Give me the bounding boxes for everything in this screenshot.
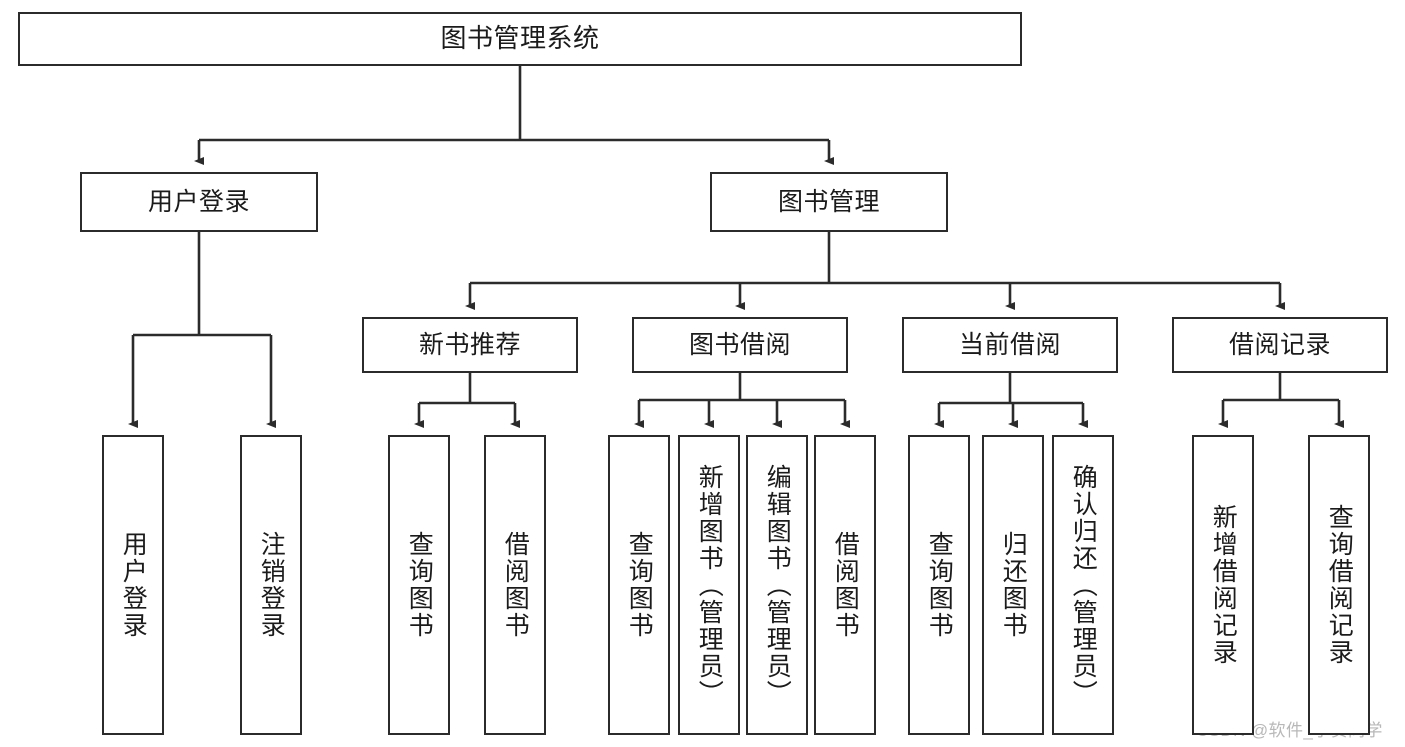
node-label: 用户登录 bbox=[119, 531, 148, 639]
node-leaf-edit-book: 编辑图书（管理员） bbox=[746, 435, 808, 735]
node-root: 图书管理系统 bbox=[18, 12, 1022, 66]
node-label: 查询借阅记录 bbox=[1325, 504, 1354, 666]
node-leaf-add-book: 新增图书（管理员） bbox=[678, 435, 740, 735]
node-borrow-record: 借阅记录 bbox=[1172, 317, 1388, 373]
node-label: 查询图书 bbox=[925, 531, 954, 639]
node-label: 借阅记录 bbox=[1228, 330, 1331, 359]
node-label: 新增借阅记录 bbox=[1209, 504, 1238, 666]
node-label: 图书借阅 bbox=[688, 330, 791, 359]
node-leaf-borrow-book-1: 借阅图书 bbox=[484, 435, 546, 735]
node-book-manage: 图书管理 bbox=[710, 172, 948, 232]
node-leaf-return-book: 归还图书 bbox=[982, 435, 1044, 735]
node-label: 图书管理 bbox=[777, 187, 880, 216]
node-label: 用户登录 bbox=[147, 187, 250, 216]
node-label: 归还图书 bbox=[999, 531, 1028, 639]
node-leaf-query-record: 查询借阅记录 bbox=[1308, 435, 1370, 735]
node-label: 确认归还（管理员） bbox=[1069, 463, 1098, 707]
node-new-book-rec: 新书推荐 bbox=[362, 317, 578, 373]
node-label: 借阅图书 bbox=[501, 531, 530, 639]
node-leaf-confirm-return: 确认归还（管理员） bbox=[1052, 435, 1114, 735]
node-label: 新增图书（管理员） bbox=[695, 463, 724, 707]
node-label: 注销登录 bbox=[257, 531, 286, 639]
node-label: 查询图书 bbox=[625, 531, 654, 639]
node-leaf-borrow-book-2: 借阅图书 bbox=[814, 435, 876, 735]
node-leaf-query-book-2: 查询图书 bbox=[608, 435, 670, 735]
node-label: 查询图书 bbox=[405, 531, 434, 639]
node-current-borrow: 当前借阅 bbox=[902, 317, 1118, 373]
node-leaf-logout: 注销登录 bbox=[240, 435, 302, 735]
node-label: 编辑图书（管理员） bbox=[763, 463, 792, 707]
node-leaf-query-book-3: 查询图书 bbox=[908, 435, 970, 735]
node-user-login: 用户登录 bbox=[80, 172, 318, 232]
node-leaf-add-record: 新增借阅记录 bbox=[1192, 435, 1254, 735]
node-book-borrow: 图书借阅 bbox=[632, 317, 848, 373]
node-label: 借阅图书 bbox=[831, 531, 860, 639]
node-label: 当前借阅 bbox=[958, 330, 1061, 359]
node-label: 图书管理系统 bbox=[440, 23, 600, 54]
node-leaf-user-login: 用户登录 bbox=[102, 435, 164, 735]
node-label: 新书推荐 bbox=[418, 330, 521, 359]
node-leaf-query-book-1: 查询图书 bbox=[388, 435, 450, 735]
